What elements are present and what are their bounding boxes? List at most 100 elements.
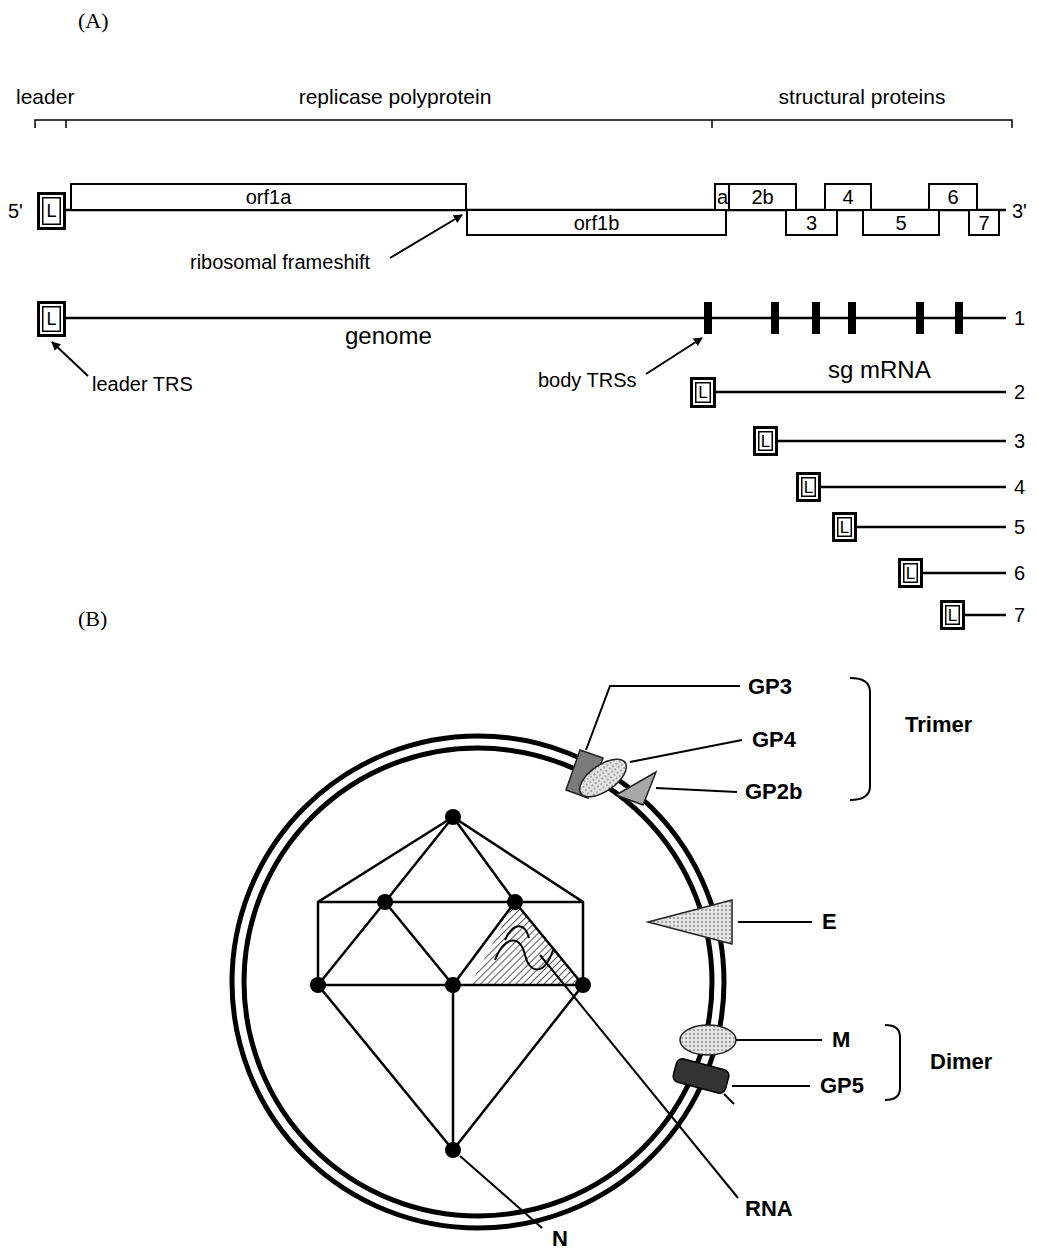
orf-box: 6 bbox=[928, 183, 978, 211]
box-text: 2b bbox=[751, 187, 773, 207]
vertex bbox=[445, 809, 461, 825]
end-label: 3' bbox=[1012, 199, 1027, 223]
rna-number: 6 bbox=[1014, 561, 1025, 585]
rna-strand bbox=[495, 926, 553, 969]
vertex bbox=[310, 977, 326, 993]
protein-label: GP5 bbox=[820, 1073, 864, 1099]
leader-line bbox=[540, 955, 738, 1198]
box-text: L bbox=[804, 479, 813, 496]
box-text: 4 bbox=[842, 187, 853, 207]
vertex bbox=[445, 1142, 461, 1158]
vertex bbox=[377, 894, 393, 910]
dimer-bracket bbox=[885, 1025, 900, 1100]
orf-box: 7 bbox=[968, 209, 1000, 236]
box-text: L bbox=[761, 433, 770, 450]
capsid bbox=[318, 817, 583, 1150]
orf-box: 4 bbox=[824, 183, 872, 211]
mrna-line bbox=[923, 572, 1006, 575]
leader-lines bbox=[460, 686, 822, 1228]
leader-line bbox=[656, 788, 737, 792]
protein-label: GP4 bbox=[752, 727, 796, 753]
mrna-line bbox=[857, 526, 1006, 529]
rna-number: 4 bbox=[1014, 475, 1025, 499]
orf-box: 5 bbox=[862, 209, 940, 236]
region-label: replicase polyprotein bbox=[299, 84, 492, 109]
trs-bar bbox=[955, 302, 963, 334]
envelope-outer bbox=[232, 736, 724, 1228]
orf-box: 2b bbox=[728, 183, 797, 211]
leader-line bbox=[736, 1039, 822, 1041]
region-label: leader bbox=[16, 84, 74, 109]
gp2b-protein bbox=[616, 772, 656, 805]
gp5-tail bbox=[724, 1094, 734, 1104]
pointer-arrows bbox=[52, 215, 702, 376]
trs-bar bbox=[704, 302, 712, 334]
genome-line bbox=[66, 317, 1006, 320]
pointer-arrow bbox=[52, 342, 88, 376]
leader-line bbox=[460, 1156, 542, 1228]
complex-label: Dimer bbox=[930, 1049, 992, 1075]
capsid-vertices bbox=[310, 809, 591, 1158]
gp5-protein bbox=[672, 1057, 730, 1094]
panel-label: (A) bbox=[78, 8, 109, 34]
complex-label: Trimer bbox=[905, 712, 972, 738]
leader-box: L bbox=[37, 192, 66, 230]
mrna-line bbox=[821, 486, 1006, 489]
box-text: L bbox=[46, 202, 56, 220]
rna-label: genome bbox=[345, 322, 432, 351]
mrna-line bbox=[965, 614, 1006, 617]
component-label: RNA bbox=[745, 1196, 793, 1222]
rna-number: 1 bbox=[1014, 306, 1025, 330]
leader-box: L bbox=[796, 472, 821, 502]
envelope-inner bbox=[244, 748, 712, 1216]
leader-box: L bbox=[37, 301, 66, 337]
protein-label: GP3 bbox=[748, 674, 792, 700]
capsid-outline bbox=[318, 817, 583, 1150]
orf-box: 3 bbox=[785, 209, 838, 236]
trs-bar bbox=[916, 302, 924, 334]
box-text: L bbox=[948, 607, 957, 624]
protein-label: M bbox=[832, 1027, 850, 1053]
protein-label: GP2b bbox=[745, 779, 802, 805]
box-text: orf1b bbox=[574, 213, 620, 233]
trs-bar bbox=[812, 302, 820, 334]
leader-line bbox=[738, 921, 812, 923]
box-text: L bbox=[46, 310, 56, 328]
annotation: body TRSs bbox=[538, 368, 637, 392]
box-text: 5 bbox=[895, 213, 906, 233]
orf-box: orf1a bbox=[70, 183, 467, 211]
m-protein bbox=[680, 1025, 736, 1055]
box-text: L bbox=[698, 384, 707, 401]
vertex bbox=[507, 894, 523, 910]
mrna-line bbox=[716, 391, 1006, 394]
end-label: 5' bbox=[8, 199, 23, 223]
box-text: a bbox=[717, 187, 728, 207]
capsid-edges bbox=[318, 817, 583, 1150]
leader-line bbox=[630, 740, 742, 762]
pointer-arrow bbox=[390, 215, 462, 258]
leader-box: L bbox=[898, 558, 923, 588]
box-text: L bbox=[906, 565, 915, 582]
region-label: structural proteins bbox=[779, 84, 946, 109]
protein-label: E bbox=[822, 909, 837, 935]
leader-box: L bbox=[940, 600, 965, 630]
pointer-arrow bbox=[646, 338, 702, 374]
trs-bar bbox=[848, 302, 856, 334]
box-text: 3 bbox=[806, 213, 817, 233]
rna-label: sg mRNA bbox=[828, 356, 931, 385]
box-text: 6 bbox=[947, 187, 958, 207]
annotation: leader TRS bbox=[92, 372, 193, 396]
rna-number: 5 bbox=[1014, 515, 1025, 539]
rna-number: 2 bbox=[1014, 380, 1025, 404]
trs-bar bbox=[771, 302, 779, 334]
vertex bbox=[575, 977, 591, 993]
body-trs-bars bbox=[704, 302, 963, 334]
trimer-bracket bbox=[850, 678, 870, 800]
component-label: N bbox=[552, 1226, 568, 1252]
rna-number: 7 bbox=[1014, 603, 1025, 627]
vertex bbox=[445, 977, 461, 993]
box-text: orf1a bbox=[246, 187, 292, 207]
rna-number: 3 bbox=[1014, 429, 1025, 453]
